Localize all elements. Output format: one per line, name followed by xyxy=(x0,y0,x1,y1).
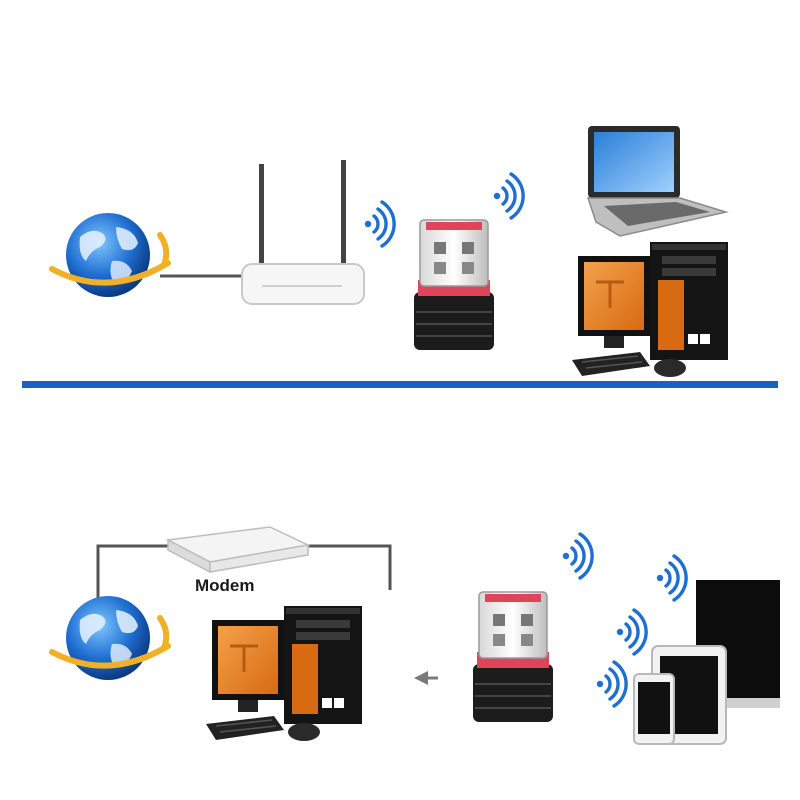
arrow-left-icon xyxy=(414,671,428,685)
laptop-icon xyxy=(586,126,729,237)
wifi-signal-icon xyxy=(655,554,688,602)
wifi-signal-icon xyxy=(492,172,525,220)
smartphone-icon xyxy=(633,673,675,745)
section-divider xyxy=(22,381,778,388)
usb-wifi-adapter-icon xyxy=(472,591,554,723)
router-icon xyxy=(241,160,365,305)
wifi-signal-icon xyxy=(363,200,396,248)
usb-wifi-adapter-icon xyxy=(413,219,495,351)
globe-icon xyxy=(50,596,168,680)
modem-icon xyxy=(165,526,311,574)
wifi-signal-icon xyxy=(615,608,648,656)
ethernet-cable xyxy=(96,544,172,600)
desktop-pc-icon xyxy=(570,240,730,379)
wifi-signal-icon xyxy=(595,660,628,708)
desktop-pc-icon xyxy=(204,604,364,743)
globe-icon xyxy=(50,213,168,297)
modem-label: Modem xyxy=(195,576,255,595)
ethernet-cable xyxy=(300,544,392,590)
wifi-signal-icon xyxy=(561,532,594,580)
